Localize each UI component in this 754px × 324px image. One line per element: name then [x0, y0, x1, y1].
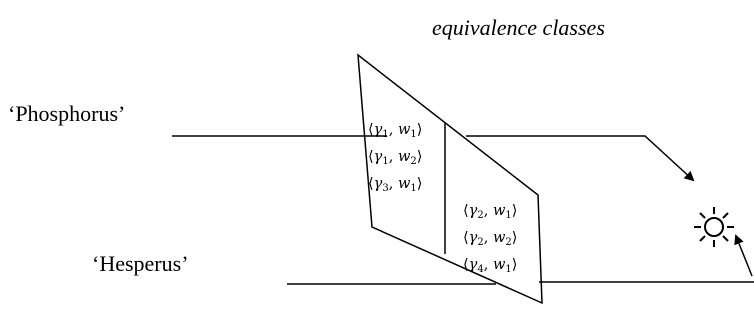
- phosphorus-arrow: [466, 135, 695, 182]
- pair-left-2: ⟨γ1, w2⟩: [368, 149, 422, 167]
- hesperus-arrow: [734, 234, 753, 277]
- pair-left-1: ⟨γ1, w1⟩: [368, 122, 422, 140]
- pair-right-1: ⟨γ2, w1⟩: [463, 203, 517, 221]
- right-equivalence-class: ⟨γ2, w1⟩ ⟨γ2, w2⟩ ⟨γ4, w1⟩: [463, 203, 517, 275]
- equivalence-plane: [357, 53, 543, 305]
- pair-right-2: ⟨γ2, w2⟩: [463, 230, 517, 248]
- pair-left-3: ⟨γ3, w1⟩: [368, 176, 422, 194]
- pair-right-3: ⟨γ4, w1⟩: [463, 257, 517, 275]
- left-equivalence-class: ⟨γ1, w1⟩ ⟨γ1, w2⟩ ⟨γ3, w1⟩: [368, 122, 422, 194]
- diagram-caption: equivalence classes: [432, 15, 605, 40]
- hesperus-label: ‘Hesperus’: [92, 251, 189, 276]
- phosphorus-label: ‘Phosphorus’: [8, 101, 125, 126]
- sun-icon: [694, 207, 734, 247]
